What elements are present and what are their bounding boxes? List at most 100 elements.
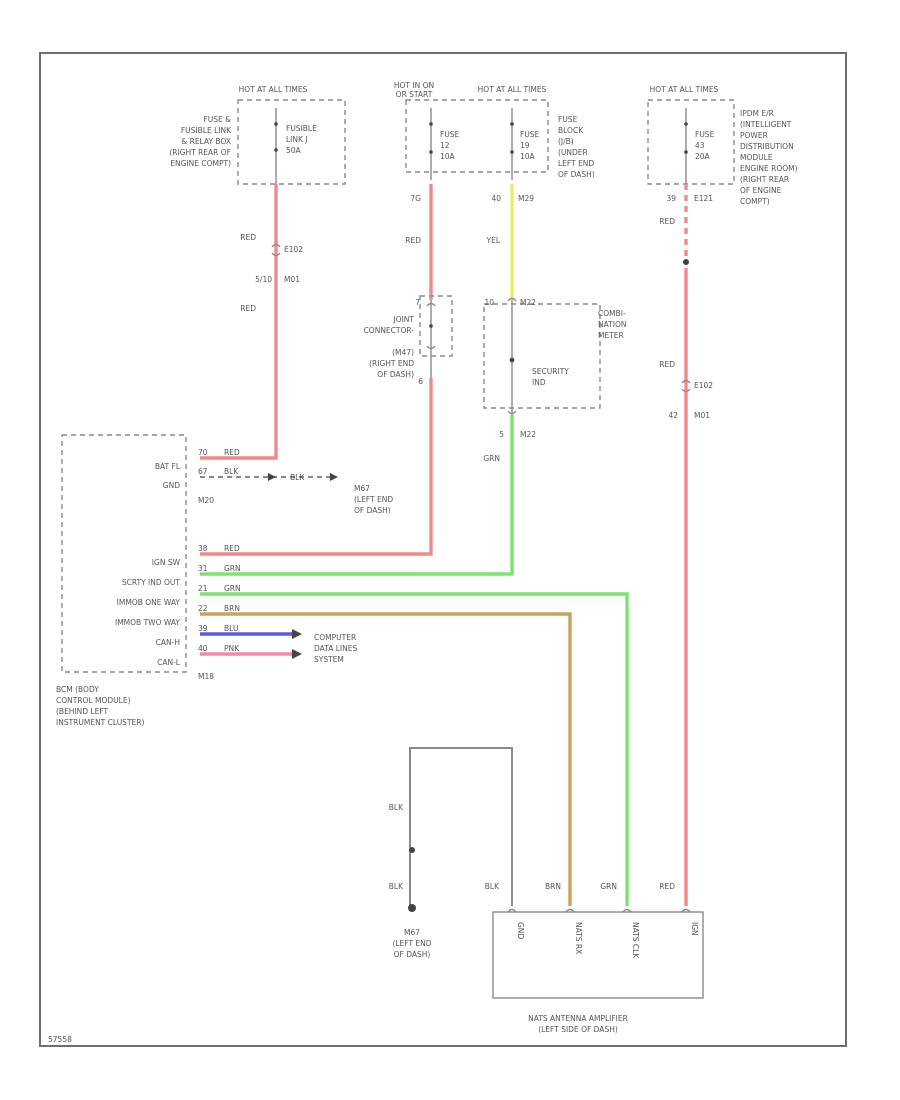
svg-text:39: 39 bbox=[198, 624, 208, 633]
bcm-pin-gnd: GND bbox=[163, 481, 180, 490]
svg-text:GRN: GRN bbox=[224, 564, 241, 573]
bcm-pin-immob-one: IMMOB ONE WAY bbox=[117, 598, 181, 607]
svg-text:ENGINE ROOM): ENGINE ROOM) bbox=[740, 164, 798, 173]
fuse-block-jb: HOT IN ON OR START HOT AT ALL TIMES FUSE… bbox=[394, 81, 595, 203]
svg-text:M29: M29 bbox=[518, 194, 534, 203]
connector-e102-m01-b: E102 42 M01 bbox=[668, 379, 713, 420]
joint-connector: 7 JOINT CONNECTOR- (M47) (RIGHT END OF D… bbox=[364, 295, 453, 386]
amplifier-box bbox=[492, 911, 704, 999]
svg-text:BLK: BLK bbox=[389, 803, 404, 812]
svg-text:FUSE: FUSE bbox=[558, 115, 578, 124]
connector-e102-m01-a: E102 5/10 M01 bbox=[255, 243, 303, 284]
svg-text:E121: E121 bbox=[694, 194, 713, 203]
svg-text:COMPUTER: COMPUTER bbox=[314, 633, 356, 642]
svg-text:OF ENGINE: OF ENGINE bbox=[740, 186, 782, 195]
svg-text:21: 21 bbox=[198, 584, 208, 593]
nats-antenna-amplifier: GND NATS RX NATS CLK IGN NATS ANTENNA AM… bbox=[492, 908, 704, 1034]
amp-pin-nats-clk: NATS CLK bbox=[631, 922, 640, 959]
wire-red-ign-sw bbox=[200, 378, 433, 556]
svg-text:SECURITY: SECURITY bbox=[532, 367, 569, 376]
svg-text:BRN: BRN bbox=[545, 882, 561, 891]
svg-text:M01: M01 bbox=[694, 411, 710, 420]
svg-text:IPDM E/R: IPDM E/R bbox=[740, 109, 774, 118]
svg-text:DATA LINES: DATA LINES bbox=[314, 644, 357, 653]
svg-text:FUSE &: FUSE & bbox=[203, 115, 231, 124]
svg-text:BLK: BLK bbox=[389, 882, 404, 891]
svg-text:(BEHIND LEFT: (BEHIND LEFT bbox=[56, 707, 109, 716]
svg-text:10A: 10A bbox=[440, 152, 456, 161]
svg-text:BLK: BLK bbox=[224, 467, 239, 476]
svg-text:7G: 7G bbox=[410, 194, 421, 203]
svg-text:42: 42 bbox=[668, 411, 678, 420]
svg-text:20A: 20A bbox=[695, 152, 711, 161]
fuse-block-outline bbox=[405, 99, 549, 173]
bcm-ground-wire bbox=[200, 473, 338, 481]
svg-text:50A: 50A bbox=[286, 146, 302, 155]
svg-text:RED: RED bbox=[659, 360, 675, 369]
figure-id: 57558 bbox=[48, 1035, 72, 1044]
svg-text:FUSE: FUSE bbox=[695, 130, 715, 139]
svg-text:10: 10 bbox=[484, 298, 494, 307]
svg-text:31: 31 bbox=[198, 564, 208, 573]
ipdm-er: HOT AT ALL TIMES FUSE 43 20A IPDM E/R (I… bbox=[647, 85, 798, 206]
svg-text:NATION: NATION bbox=[598, 320, 626, 329]
svg-text:M22: M22 bbox=[520, 430, 536, 439]
svg-text:GRN: GRN bbox=[483, 454, 500, 463]
svg-text:(LEFT END: (LEFT END bbox=[354, 495, 393, 504]
svg-text:BLK: BLK bbox=[290, 473, 305, 482]
svg-text:7: 7 bbox=[415, 298, 420, 307]
svg-text:LEFT END: LEFT END bbox=[558, 159, 594, 168]
svg-text:FUSE: FUSE bbox=[520, 130, 540, 139]
hot-at-all-times-label: HOT AT ALL TIMES bbox=[239, 85, 308, 94]
svg-text:CONTROL MODULE): CONTROL MODULE) bbox=[56, 696, 131, 705]
bcm-pin-can-h: CAN-H bbox=[156, 638, 180, 647]
svg-text:NATS ANTENNA AMPLIFIER: NATS ANTENNA AMPLIFIER bbox=[528, 1014, 628, 1023]
wire-grn-scrty bbox=[200, 415, 514, 576]
wire-blk-amp-gnd bbox=[409, 747, 513, 906]
svg-text:FUSIBLE: FUSIBLE bbox=[286, 124, 317, 133]
svg-text:M67: M67 bbox=[354, 484, 370, 493]
svg-text:67: 67 bbox=[198, 467, 208, 476]
computer-data-lines-label: COMPUTER DATA LINES SYSTEM bbox=[314, 633, 357, 664]
svg-text:BLU: BLU bbox=[224, 624, 238, 633]
ipdm-outline bbox=[647, 99, 735, 185]
bcm-module: BAT FL GND IGN SW SCRTY IND OUT IMMOB ON… bbox=[56, 434, 241, 727]
svg-text:POWER: POWER bbox=[740, 131, 768, 140]
svg-text:RED: RED bbox=[224, 448, 240, 457]
svg-text:(M47): (M47) bbox=[392, 348, 414, 357]
svg-text:COMPT): COMPT) bbox=[740, 197, 770, 206]
wire-red-bat-fl bbox=[200, 184, 278, 460]
ipdm-splice bbox=[683, 259, 689, 265]
svg-text:COMBI-: COMBI- bbox=[598, 309, 626, 318]
can-l-arrow bbox=[292, 649, 302, 659]
svg-text:LINK J: LINK J bbox=[286, 135, 308, 144]
svg-text:FUSE: FUSE bbox=[440, 130, 460, 139]
bcm-pin-bat-fl: BAT FL bbox=[155, 462, 181, 471]
svg-text:BRN: BRN bbox=[224, 604, 240, 613]
svg-text:(INTELLIGENT: (INTELLIGENT bbox=[740, 120, 792, 129]
bcm-pin-ign-sw: IGN SW bbox=[152, 558, 181, 567]
svg-text:E102: E102 bbox=[694, 381, 713, 390]
svg-text:RED: RED bbox=[405, 236, 421, 245]
fuse-fusible-link-box: HOT AT ALL TIMES FUSIBLE LINK J 50A FUSE… bbox=[169, 85, 346, 185]
svg-text:HOT AT ALL TIMES: HOT AT ALL TIMES bbox=[650, 85, 719, 94]
svg-text:HOT AT ALL TIMES: HOT AT ALL TIMES bbox=[478, 85, 547, 94]
can-h-arrow bbox=[292, 629, 302, 639]
svg-text:(UNDER: (UNDER bbox=[558, 148, 588, 157]
svg-text:5: 5 bbox=[499, 430, 504, 439]
svg-text:OF DASH): OF DASH) bbox=[377, 370, 414, 379]
svg-text:RED: RED bbox=[240, 304, 256, 313]
diagram-frame bbox=[39, 52, 847, 1047]
svg-text:GRN: GRN bbox=[600, 882, 617, 891]
svg-text:M01: M01 bbox=[284, 275, 300, 284]
ground-point-m67 bbox=[408, 904, 416, 912]
svg-text:(RIGHT END: (RIGHT END bbox=[369, 359, 414, 368]
bcm-pin-scrty: SCRTY IND OUT bbox=[122, 578, 181, 587]
svg-text:ENGINE COMPT): ENGINE COMPT) bbox=[170, 159, 231, 168]
svg-text:70: 70 bbox=[198, 448, 208, 457]
svg-text:SYSTEM: SYSTEM bbox=[314, 655, 344, 664]
bcm-pin-can-l: CAN-L bbox=[157, 658, 181, 667]
svg-text:IND: IND bbox=[532, 378, 546, 387]
amp-pin-ign: IGN bbox=[690, 922, 699, 936]
